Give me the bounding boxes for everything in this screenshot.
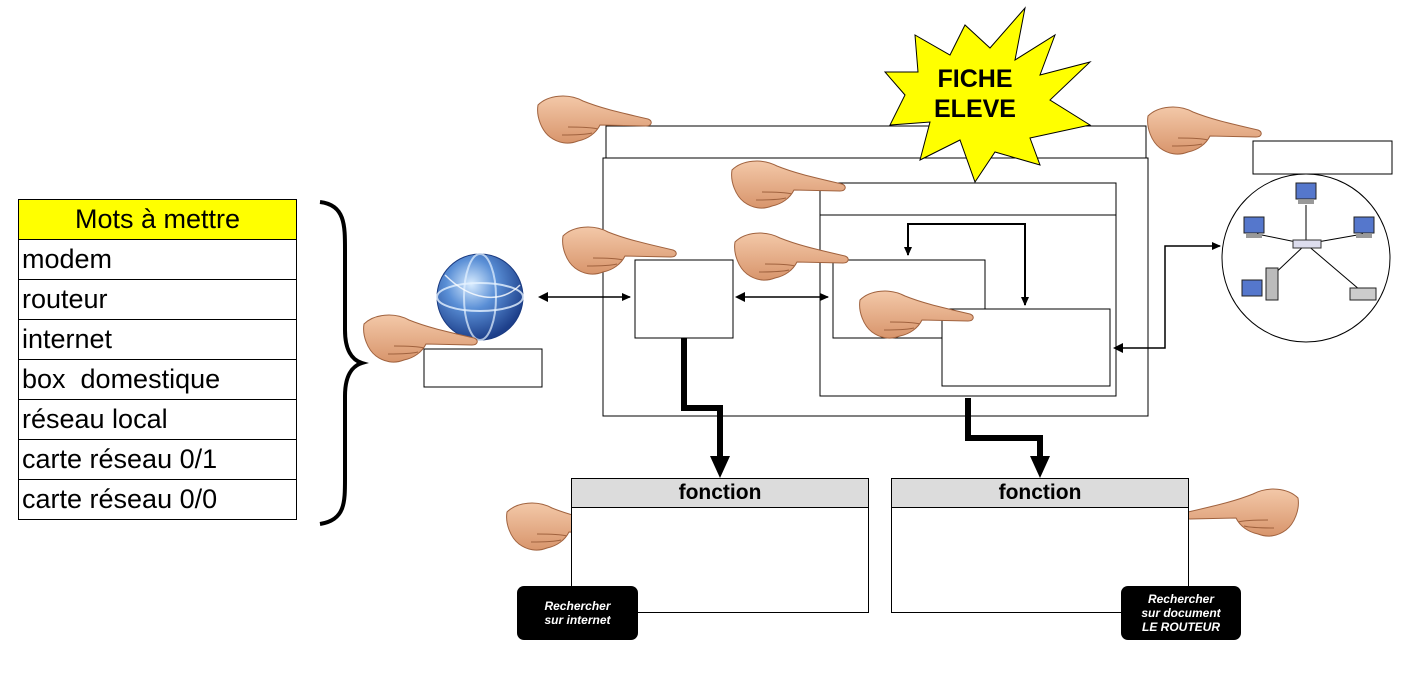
note-search-document: Rechercher sur document LE ROUTEUR xyxy=(1121,586,1241,640)
note-line: Rechercher xyxy=(1147,592,1215,606)
network-icon xyxy=(1221,173,1391,343)
label-slot-network xyxy=(1252,140,1393,175)
note-line: sur document xyxy=(1141,606,1221,620)
card-slot-1 xyxy=(832,259,986,339)
note-line: sur internet xyxy=(544,613,611,627)
badge-line-1: FICHE xyxy=(937,65,1013,93)
note-line: LE ROUTEUR xyxy=(1142,620,1220,634)
word-table: Mots à mettre modem routeur internet box… xyxy=(18,199,297,520)
badge-line-2: ELEVE xyxy=(934,95,1016,123)
card-slot-2 xyxy=(941,308,1111,387)
badge-text: FICHE ELEVE xyxy=(905,64,1045,124)
function-box-title: fonction xyxy=(892,479,1188,508)
word-item: modem xyxy=(18,239,297,280)
word-item: carte réseau 0/1 xyxy=(18,439,297,480)
pointing-hand-icon xyxy=(537,95,652,144)
pointing-hand-icon xyxy=(1147,106,1262,155)
word-item: box domestique xyxy=(18,359,297,400)
function-box-title: fonction xyxy=(572,479,868,508)
word-item: carte réseau 0/0 xyxy=(18,479,297,520)
pointing-hand-icon xyxy=(731,160,846,209)
curly-brace xyxy=(319,200,369,526)
word-item: internet xyxy=(18,319,297,360)
note-search-internet: Rechercher sur internet xyxy=(517,586,638,640)
label-slot-internet xyxy=(423,348,543,388)
label-slot-router xyxy=(819,182,1117,216)
note-line: Rechercher xyxy=(544,599,611,613)
fiche-eleve-badge xyxy=(883,6,1092,184)
label-slot-top xyxy=(605,125,1147,159)
word-table-header: Mots à mettre xyxy=(18,199,297,240)
word-item: routeur xyxy=(18,279,297,320)
globe-icon xyxy=(436,253,524,341)
modem-slot xyxy=(634,259,734,339)
pointing-hand-icon xyxy=(1184,488,1299,537)
pointing-hand-icon xyxy=(734,232,849,281)
word-item: réseau local xyxy=(18,399,297,440)
